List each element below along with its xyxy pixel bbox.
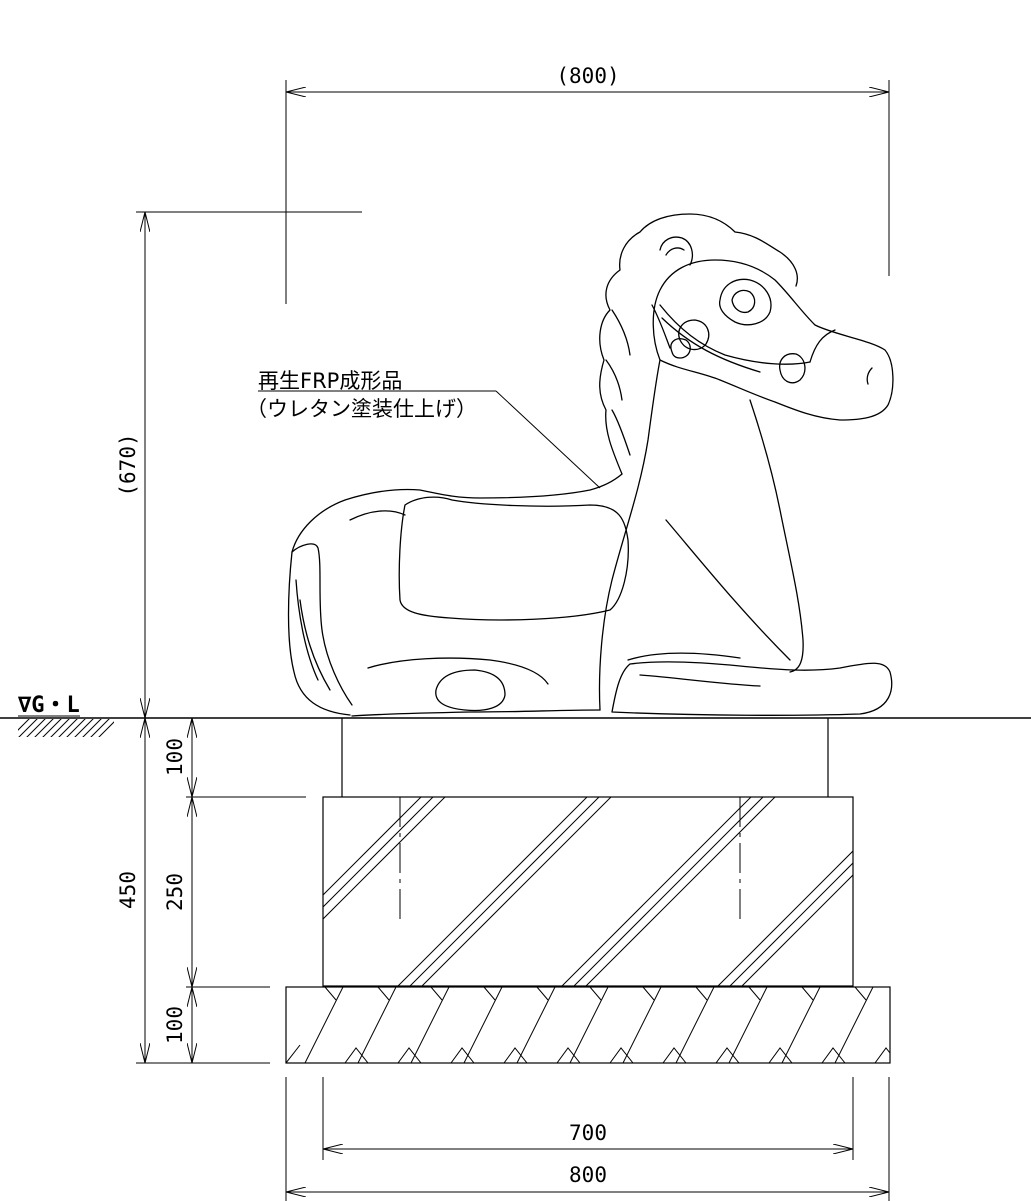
pedestal (341, 718, 829, 797)
dimension-bottom: 700 800 (285, 1077, 890, 1201)
dim-top-label: (800) (556, 64, 619, 88)
dimension-foundation: 450 100 250 100 (116, 718, 306, 1064)
dim-base-label: 100 (163, 1006, 187, 1044)
dimension-height-670: (670) (116, 211, 362, 718)
leader-line (495, 390, 601, 489)
dim-700-label: 700 (569, 1121, 607, 1145)
anchor-centerlines (399, 797, 741, 925)
material-note: 再生FRP成形品 （ウレタン塗装仕上げ） (246, 369, 601, 489)
dimension-top-800: (800) (285, 64, 890, 304)
dim-450-label: 450 (116, 871, 140, 909)
material-note-line1: 再生FRP成形品 (258, 369, 402, 393)
ground-level-label: ∇G・L (17, 693, 80, 718)
dim-800-label: 800 (569, 1163, 607, 1187)
dim-block-label: 250 (163, 873, 187, 911)
material-note-line2: （ウレタン塗装仕上げ） (246, 397, 477, 421)
concrete-hatch (323, 797, 853, 986)
dim-pedestal-label: 100 (163, 738, 187, 776)
dim-height-label: (670) (116, 433, 140, 496)
ground-hatch (18, 719, 114, 737)
concrete-block (322, 796, 854, 987)
horse-figure (287, 213, 894, 717)
gravel-hatch (286, 987, 890, 1063)
gravel-base (285, 986, 891, 1064)
